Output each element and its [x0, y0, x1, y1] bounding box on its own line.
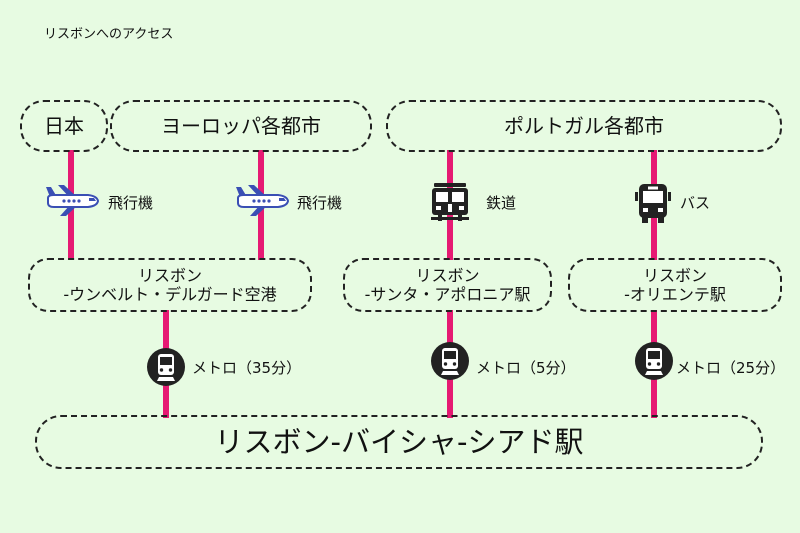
- origin-europe-label: ヨーロッパ各都市: [161, 114, 321, 138]
- hub-oriente-line2: -オリエンテ駅: [624, 285, 726, 304]
- metro-label-oriente: メトロ（25分）: [676, 359, 786, 377]
- origin-portugal: ポルトガル各都市: [386, 100, 782, 152]
- transport-label-bus: バス: [680, 194, 711, 212]
- hub-oriente-line1: リスボン: [642, 266, 707, 285]
- origin-portugal-label: ポルトガル各都市: [504, 114, 664, 138]
- metro-label-santa-apolonia: メトロ（5分）: [476, 359, 576, 377]
- hub-santa-apolonia: リスボン -サンタ・アポロニア駅: [343, 258, 552, 312]
- origin-japan-label: 日本: [44, 114, 84, 138]
- metro-icon: [635, 342, 673, 380]
- destination-box: リスボン-バイシャ-シアド駅: [35, 415, 763, 469]
- hub-airport: リスボン -ウンベルト・デルガード空港: [28, 258, 312, 312]
- metro-icon: [431, 342, 469, 380]
- bus-icon: [635, 184, 671, 223]
- hub-airport-line1: リスボン: [137, 266, 202, 285]
- hub-oriente: リスボン -オリエンテ駅: [568, 258, 782, 312]
- hub-santa-apolonia-line2: -サンタ・アポロニア駅: [364, 285, 531, 304]
- metro-icon: [147, 348, 185, 386]
- hub-santa-apolonia-line1: リスボン: [415, 266, 480, 285]
- airplane-icon: [236, 185, 290, 216]
- origin-japan: 日本: [20, 100, 108, 152]
- transport-label-train: 鉄道: [486, 194, 517, 212]
- airplane-icon: [46, 185, 100, 216]
- train-icon: [431, 183, 469, 221]
- metro-label-airport: メトロ（35分）: [192, 359, 302, 377]
- destination-label: リスボン-バイシャ-シアド駅: [214, 425, 584, 459]
- page-title: リスボンへのアクセス: [44, 27, 174, 42]
- origin-europe: ヨーロッパ各都市: [110, 100, 372, 152]
- hub-airport-line2: -ウンベルト・デルガード空港: [63, 285, 277, 304]
- transport-label-plane-japan: 飛行機: [108, 194, 154, 212]
- transport-label-plane-europe: 飛行機: [297, 194, 343, 212]
